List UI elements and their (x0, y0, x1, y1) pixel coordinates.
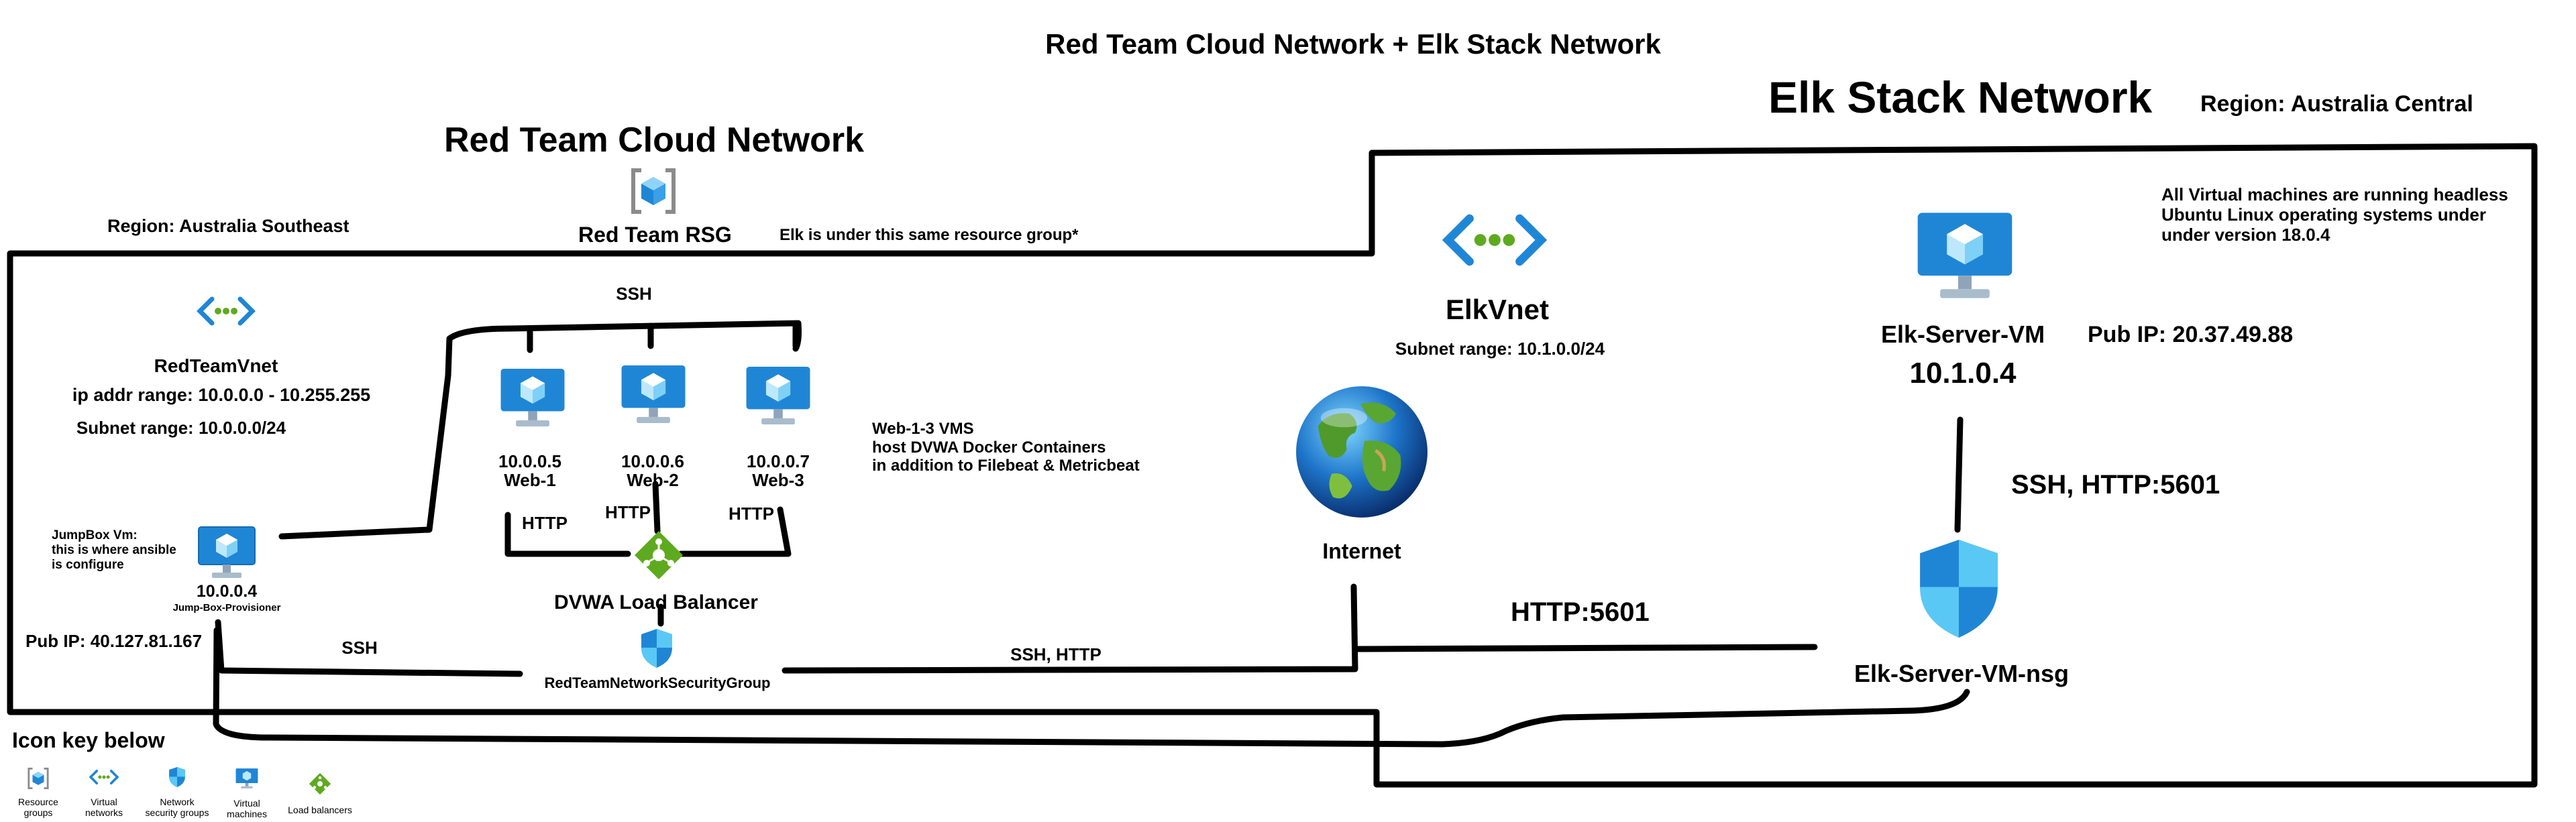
red-team-network-boundary (7, 143, 2538, 788)
web1-vm-icon (498, 365, 568, 430)
http-label-web1: HTTP (522, 513, 568, 533)
key-resource-group-icon (27, 767, 50, 790)
elk-heading: Elk Stack Network (1768, 72, 2153, 122)
key-label-resource-groups: Resource groups (18, 797, 58, 819)
ssh-label-bottom: SSH (341, 638, 378, 658)
red-team-region: Region: Australia Southeast (107, 216, 350, 236)
elk-server-ip: 10.1.0.4 (1909, 357, 2017, 390)
http-label-web3: HTTP (729, 504, 774, 524)
elk-region: Region: Australia Central (2200, 91, 2473, 117)
icon-key-title: Icon key below (12, 728, 165, 752)
virtual-machine-icon (196, 524, 258, 581)
elk-os-note: All Virtual machines are running headles… (2161, 184, 2508, 245)
web3-ip: 10.0.0.7 (747, 451, 810, 471)
red-team-vnet-name: RedTeamVnet (154, 355, 278, 376)
jumpbox-ip: 10.0.0.4 (196, 582, 258, 601)
web2-name: Web-2 (627, 470, 679, 490)
network-security-group-icon (639, 628, 675, 669)
red-team-vnet-subnet: Subnet range: 10.0.0.0/24 (76, 418, 286, 438)
http-link-web3-lb (678, 506, 792, 557)
web1-ip: 10.0.0.5 (498, 451, 561, 471)
key-load-balancer-icon (309, 772, 331, 795)
key-virtual-network-icon (89, 768, 119, 786)
web3-name: Web-3 (752, 470, 804, 490)
elk-nsg-name: Elk-Server-VM-nsg (1854, 660, 2070, 687)
elk-server-name: Elk-Server-VM (1880, 320, 2045, 348)
red-team-nsg-name: RedTeamNetworkSecurityGroup (544, 674, 771, 691)
elk-vnet-subnet: Subnet range: 10.1.0.0/24 (1395, 339, 1605, 359)
internet-label: Internet (1322, 539, 1401, 563)
load-balancer-name: DVWA Load Balancer (554, 591, 758, 613)
key-label-load-balancers: Load balancers (288, 805, 352, 815)
http5601-link-internet-elk-nsg (1353, 644, 1818, 652)
elk-vnet-icon (1441, 208, 1548, 272)
http-label-web2: HTTP (605, 502, 651, 522)
link-nsg-internet (782, 583, 1358, 674)
key-label-virtual-machines: Virtual machines (227, 798, 267, 820)
web1-name: Web-1 (504, 470, 556, 490)
globe-icon (1293, 384, 1430, 520)
red-team-vnet-ip-range: ip addr range: 10.0.0.0 - 10.255.255 (72, 385, 371, 405)
ssh-http-label: SSH, HTTP (1010, 644, 1102, 664)
elk-server-vm-icon (1913, 208, 2017, 303)
resource-group-icon (629, 168, 678, 215)
virtual-network-icon (196, 295, 256, 327)
key-label-network-security-groups: Network security groups (145, 797, 209, 819)
elk-vnet-name: ElkVnet (1445, 294, 1550, 325)
page-title: Red Team Cloud Network + Elk Stack Netwo… (1045, 28, 1661, 60)
web3-vm-icon (743, 363, 813, 428)
jumpbox-name: Jump-Box-Provisioner (172, 602, 281, 613)
red-team-heading: Red Team Cloud Network (443, 121, 865, 160)
ssh-label-top: SSH (616, 284, 652, 304)
resource-group-name: Red Team RSG (578, 223, 732, 247)
http-link-web1-lb (504, 512, 631, 557)
elk-server-pub-ip: Pub IP: 20.37.49.88 (2088, 322, 2294, 347)
jumpbox-note: JumpBox Vm: this is where ansible is con… (52, 528, 176, 572)
key-network-security-group-icon (168, 766, 186, 788)
web-vms-note: Web-1-3 VMS host DVWA Docker Containers … (872, 420, 1140, 475)
link-jumpbox-elk-nsg (213, 627, 1970, 748)
resource-group-note: Elk is under this same resource group* (780, 226, 1079, 244)
key-label-virtual-networks: Virtual networks (85, 797, 123, 819)
link-elk-vm-nsg (1954, 416, 1964, 533)
jumpbox-pub-ip: Pub IP: 40.127.81.167 (25, 631, 203, 651)
load-balancer-icon (633, 530, 684, 581)
web2-vm-icon (619, 362, 688, 426)
ssh-link-jumpbox-web (278, 320, 802, 540)
http-link-web2-lb (652, 481, 661, 534)
key-virtual-machine-icon (235, 767, 259, 790)
elk-nsg-icon (1913, 536, 2004, 641)
http5601-label: HTTP:5601 (1511, 597, 1650, 627)
web2-ip: 10.0.0.6 (621, 451, 684, 471)
ssh-http5601-label: SSH, HTTP:5601 (2011, 470, 2220, 500)
